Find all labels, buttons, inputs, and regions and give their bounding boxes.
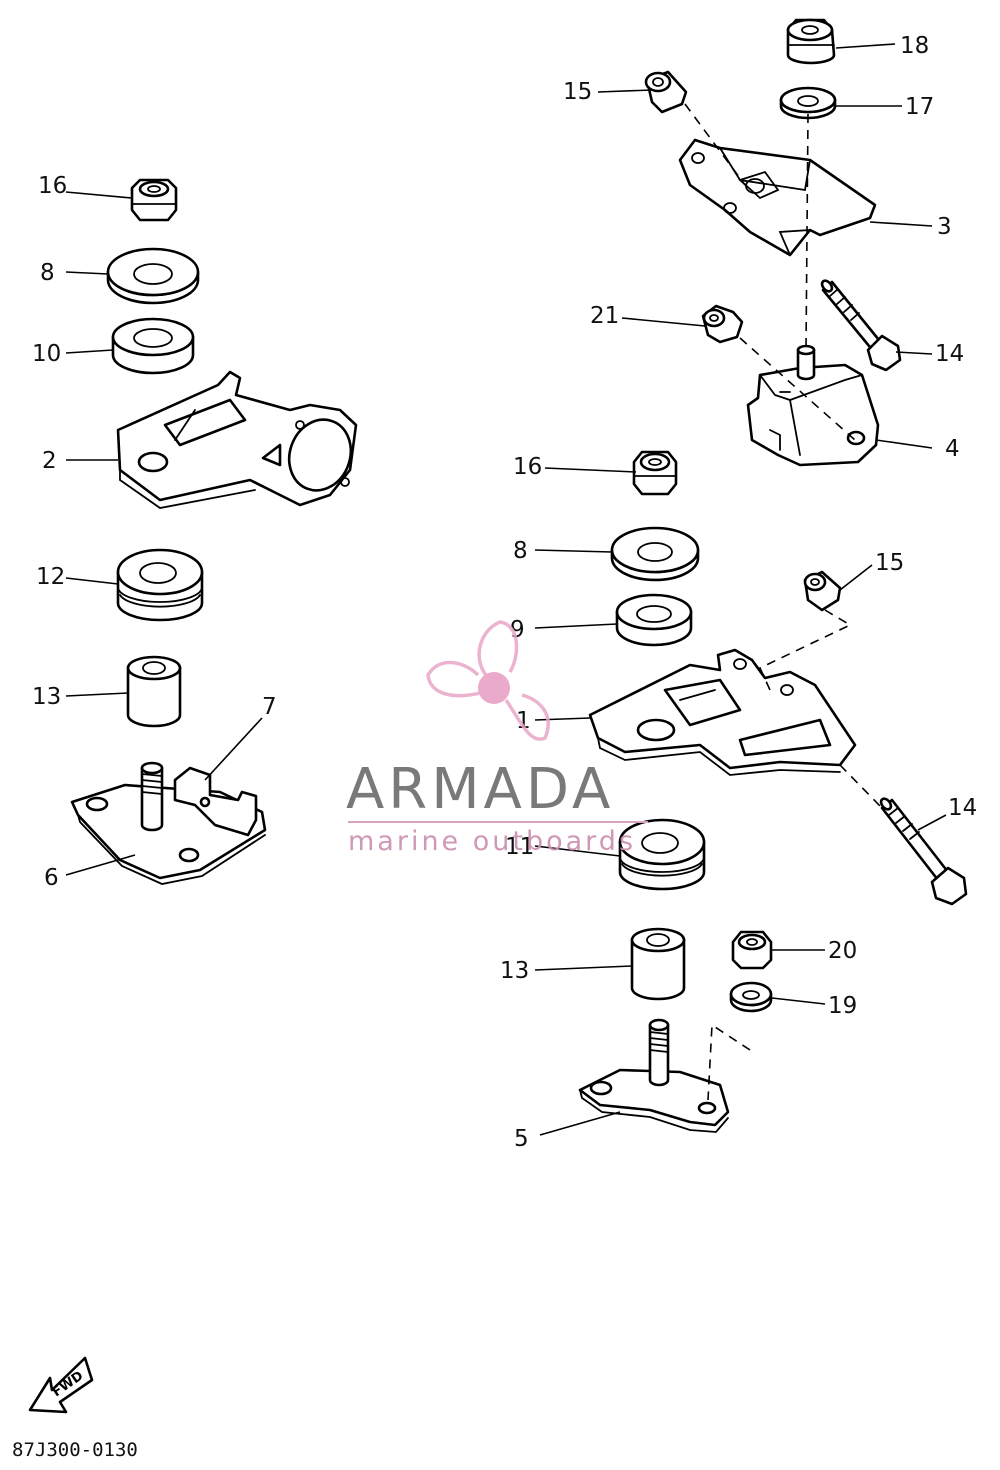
assembly-line-21-4: [739, 337, 856, 441]
callout-15-middle: 15: [875, 550, 904, 576]
watermark-brand: ARMADA: [346, 757, 614, 822]
callout-13-right: 13: [500, 958, 529, 984]
part-17-washer: [779, 86, 837, 120]
part-21-nut: [701, 304, 744, 344]
callout-8-left: 8: [40, 260, 55, 286]
callout-16-right: 16: [513, 454, 542, 480]
assembly-line-15-3: [684, 103, 746, 186]
part-8-washer-right: [610, 526, 700, 582]
callout-11: 11: [505, 834, 534, 860]
part-16-nut-right: [632, 450, 678, 496]
callout-14-lower: 14: [948, 795, 977, 821]
part-15-bolt-middle: [803, 570, 842, 612]
callout-20: 20: [828, 938, 857, 964]
part-14-bolt-lower: [879, 797, 968, 906]
callout-4: 4: [945, 436, 960, 462]
callout-19: 19: [828, 993, 857, 1019]
assembly-line-14-1: [839, 764, 883, 809]
callout-5: 5: [514, 1126, 529, 1152]
part-18-nut: [786, 18, 836, 65]
callout-8-right: 8: [513, 538, 528, 564]
callout-1: 1: [516, 708, 531, 734]
callout-13-left: 13: [32, 684, 61, 710]
part-13-collar-right: [630, 927, 686, 1001]
callout-3: 3: [937, 214, 952, 240]
callout-2: 2: [42, 448, 57, 474]
propeller-logo: [426, 620, 550, 741]
part-16-nut-left: [130, 178, 178, 222]
callout-12: 12: [36, 564, 65, 590]
part-12-grommet-left: [116, 548, 204, 622]
part-5-base-plate-right: [578, 1018, 730, 1133]
part-10-spacer: [111, 317, 195, 375]
callout-10: 10: [32, 341, 61, 367]
callout-21: 21: [590, 303, 619, 329]
part-9-spacer: [615, 593, 693, 647]
part-15-bolt-top: [644, 70, 688, 114]
part-20-nut: [731, 930, 773, 970]
callout-16-left: 16: [38, 173, 67, 199]
part-8-washer-left: [106, 247, 200, 305]
callout-14-upper: 14: [935, 341, 964, 367]
part-11-grommet: [618, 818, 706, 891]
part-1-mount-bracket: [588, 648, 857, 776]
part-3-upper-bracket: [678, 138, 877, 257]
forward-direction-arrow: FWD: [28, 1356, 94, 1414]
callout-6: 6: [44, 865, 59, 891]
callout-18: 18: [900, 33, 929, 59]
diagram-part-number: 87J300-0130: [12, 1439, 138, 1461]
callout-7: 7: [262, 694, 277, 720]
part-13-collar-left: [126, 655, 182, 728]
assembly-line-18-4: [805, 113, 809, 351]
watermark-tagline: marine outboards: [348, 826, 636, 857]
part-14-bolt-upper: [820, 279, 902, 372]
part-4-rubber-mount: [746, 344, 880, 467]
part-19-washer: [729, 981, 773, 1013]
part-2-mount-bracket: [116, 370, 358, 509]
callout-17: 17: [905, 94, 934, 120]
leader-lines: [65, 43, 947, 1136]
callout-15-top: 15: [563, 79, 592, 105]
